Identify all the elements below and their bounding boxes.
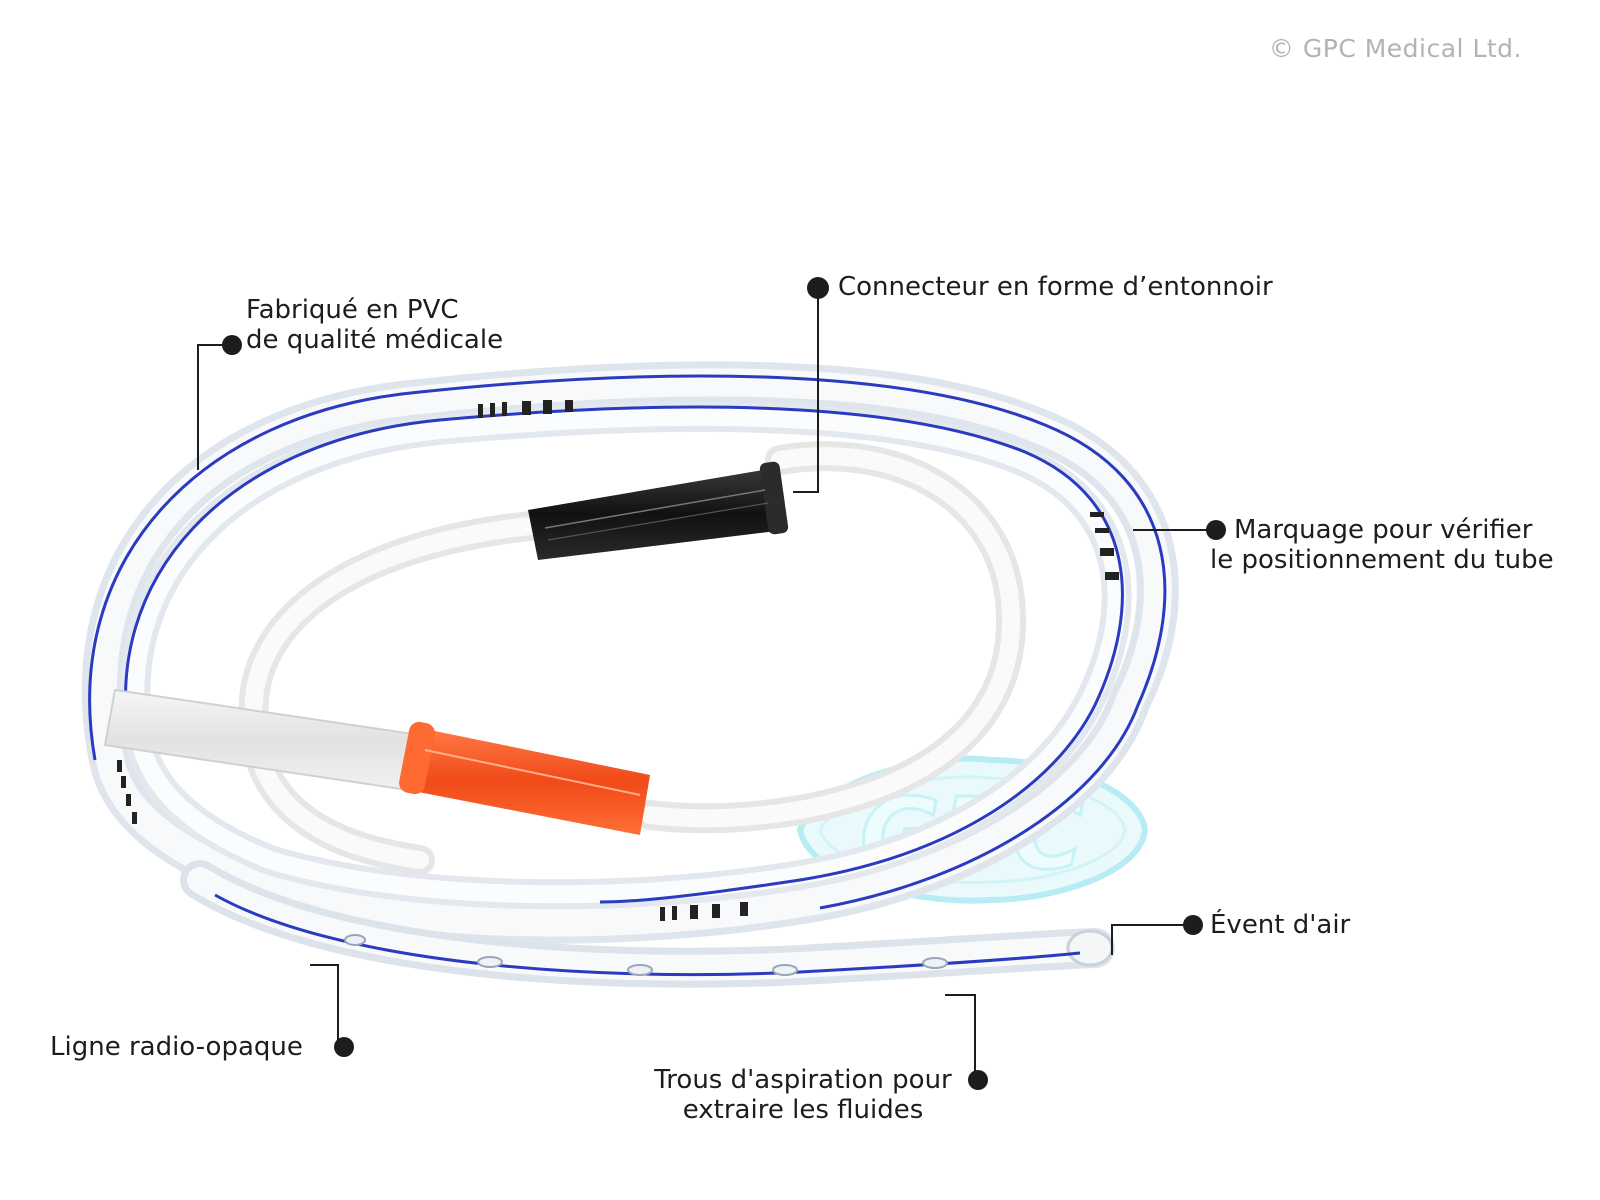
label-holes-line-1: Trous d'aspiration pour	[654, 1065, 952, 1095]
label-marking: Marquage pour vérifier le positionnement…	[1210, 515, 1554, 575]
dot-pvc	[222, 335, 242, 355]
label-pvc-line-2: de qualité médicale	[246, 325, 504, 355]
label-pvc: Fabriqué en PVC de qualité médicale	[246, 295, 503, 355]
dot-radio	[334, 1037, 354, 1057]
copyright-notice: © GPC Medical Ltd.	[1268, 34, 1522, 63]
orange-connector	[399, 721, 650, 835]
label-holes-line-2: extraire les fluides	[682, 1095, 924, 1125]
dot-holes	[968, 1070, 988, 1090]
leader-lines	[197, 290, 1212, 1080]
label-pvc-line-1: Fabriqué en PVC	[246, 295, 459, 325]
white-inner-tube	[238, 441, 1026, 875]
label-vent: Évent d'air	[1210, 910, 1351, 940]
leader-dots	[222, 277, 1226, 1090]
label-marking-line-2: le positionnement du tube	[1210, 545, 1554, 575]
label-marking-line-1: Marquage pour vérifier	[1234, 515, 1533, 545]
label-holes: Trous d'aspiration pour extraire les flu…	[638, 1065, 968, 1125]
dot-marking	[1206, 520, 1226, 540]
clear-pvc-tube	[81, 361, 1179, 988]
dot-vent	[1183, 915, 1203, 935]
dot-connector	[807, 277, 829, 299]
black-funnel-connector	[528, 461, 789, 560]
label-connector: Connecteur en forme d’entonnoir	[838, 272, 1273, 302]
suction-holes	[344, 934, 948, 976]
label-radio: Ligne radio-opaque	[50, 1032, 303, 1062]
radio-opaque-line	[88, 374, 1167, 977]
depth-markings	[117, 400, 1119, 921]
